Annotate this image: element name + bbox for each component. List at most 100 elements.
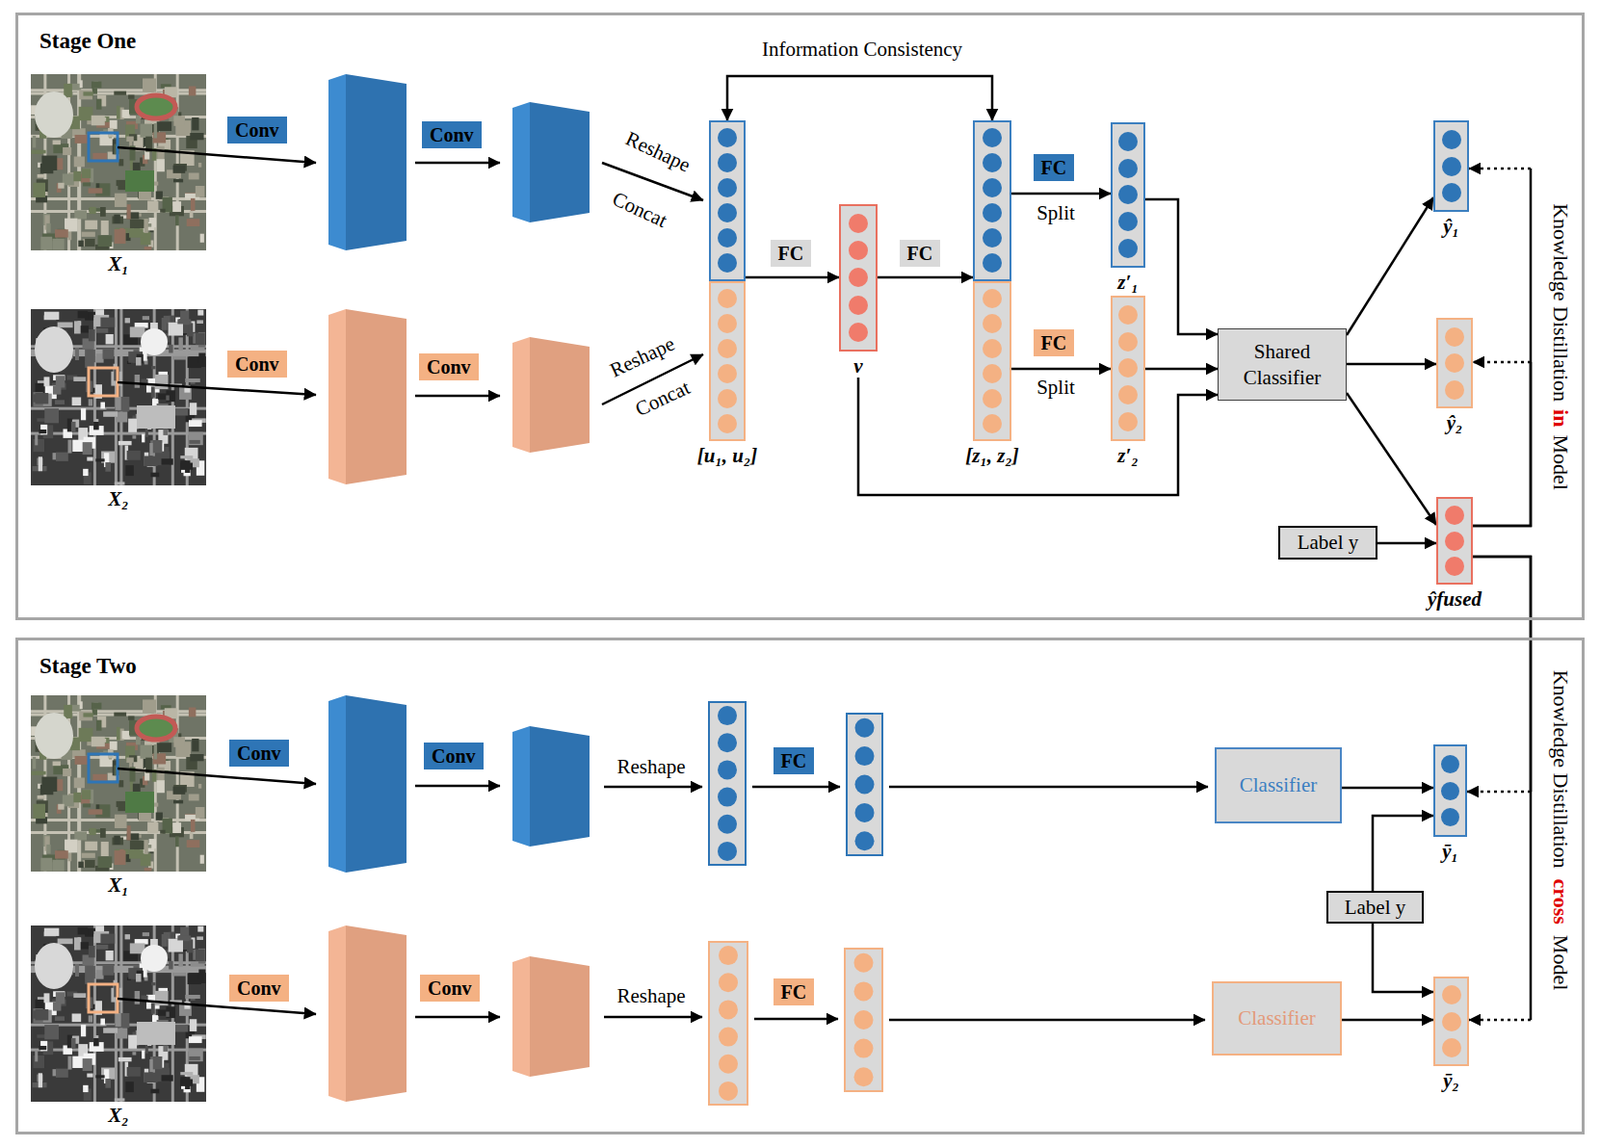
- vector-dot: [982, 364, 1002, 384]
- building: [114, 193, 128, 208]
- stage-panel: Stage TwoX₁ConvConvFCClassifierȳ₁Label y…: [15, 637, 1585, 1135]
- vector-dot: [1118, 211, 1138, 232]
- connector-line: [1346, 363, 1437, 367]
- vector-dot: [982, 288, 1002, 309]
- building: [91, 81, 102, 89]
- arrow-connector: [1341, 1020, 1434, 1022]
- vector-segment: [1433, 744, 1468, 838]
- road: [30, 432, 207, 436]
- building: [190, 819, 196, 833]
- building: [52, 238, 64, 251]
- building: [72, 1013, 82, 1023]
- building: [147, 821, 158, 834]
- flow-arrow: [603, 1016, 703, 1020]
- building: [135, 736, 141, 745]
- building: [78, 106, 94, 121]
- building: [154, 744, 158, 760]
- building: [114, 814, 128, 829]
- vector-segment: [1436, 317, 1473, 409]
- vector-frame: [708, 702, 746, 866]
- building: [173, 115, 185, 127]
- connector-line: [1341, 1019, 1434, 1023]
- building: [157, 146, 164, 160]
- building: [100, 934, 115, 945]
- vector-dot: [1442, 985, 1462, 1005]
- building: [180, 460, 190, 473]
- building: [134, 991, 140, 1005]
- vector-dot: [1444, 353, 1465, 373]
- feature-vector: [708, 942, 748, 1105]
- vector-column: [1433, 744, 1468, 838]
- building: [81, 789, 91, 800]
- caption-word: cross: [1547, 879, 1574, 925]
- building: [34, 434, 38, 446]
- building: [136, 405, 176, 429]
- building: [154, 123, 158, 138]
- building: [82, 469, 88, 476]
- building: [130, 158, 133, 170]
- building: [72, 440, 84, 452]
- building: [96, 183, 100, 188]
- building: [81, 853, 96, 859]
- flow-label: Reshape: [616, 985, 685, 1008]
- building: [142, 315, 150, 320]
- image-ground: [30, 309, 207, 486]
- arrow-connector: [1011, 368, 1111, 370]
- building: [122, 109, 131, 119]
- building: [103, 1027, 118, 1034]
- building: [73, 993, 86, 998]
- building: [157, 767, 164, 782]
- building: [34, 1050, 38, 1063]
- vector-segment: [1433, 120, 1469, 212]
- building: [127, 204, 132, 219]
- building: [150, 1089, 159, 1095]
- flow-arrow: [752, 786, 840, 789]
- vector-dot: [982, 414, 1002, 434]
- building: [75, 347, 79, 361]
- building: [93, 1038, 100, 1047]
- building: [200, 234, 205, 243]
- building: [84, 238, 96, 247]
- building: [198, 162, 202, 168]
- vector-column: [708, 120, 746, 442]
- vector-frame: [846, 713, 883, 856]
- vertical-caption: Knowledge DistillationcrossModel: [1547, 670, 1574, 992]
- building: [200, 855, 205, 865]
- building: [55, 1069, 69, 1078]
- building: [62, 768, 72, 777]
- vector-segment: [1433, 976, 1469, 1067]
- building: [78, 710, 93, 721]
- building: [82, 91, 93, 96]
- vector-dot: [717, 153, 737, 173]
- vector-dot: [717, 253, 737, 273]
- building: [105, 950, 114, 961]
- building: [55, 452, 69, 462]
- fc-box: FC: [770, 239, 813, 267]
- flow-arrow: [117, 768, 316, 785]
- image-input: X₂: [30, 925, 207, 1128]
- building: [188, 793, 200, 801]
- vector-dot: [982, 314, 1002, 334]
- building: [136, 1022, 176, 1046]
- arrow-connector: [1346, 197, 1434, 336]
- building: [173, 179, 184, 184]
- building: [113, 836, 120, 845]
- vector-dot: [717, 733, 737, 753]
- vector-label: [u₁, u₂]: [697, 445, 759, 468]
- building: [71, 1038, 77, 1049]
- connector-line: [1145, 367, 1218, 371]
- building: [34, 326, 74, 373]
- vector-dot: [717, 339, 737, 359]
- feature-vector: [u₁, u₂]: [708, 120, 746, 468]
- image-input: X₁: [30, 74, 207, 276]
- building: [68, 440, 73, 454]
- building: [157, 780, 165, 793]
- flow-label: Split: [1036, 202, 1076, 225]
- distillation-line: [1467, 790, 1531, 794]
- connector-line: [1472, 556, 1531, 1021]
- vector-dot: [717, 288, 737, 309]
- building: [142, 932, 150, 937]
- arrow-connector: [1346, 393, 1437, 525]
- classifier-label: Classifier: [1239, 772, 1317, 798]
- vector-dot: [854, 1010, 874, 1030]
